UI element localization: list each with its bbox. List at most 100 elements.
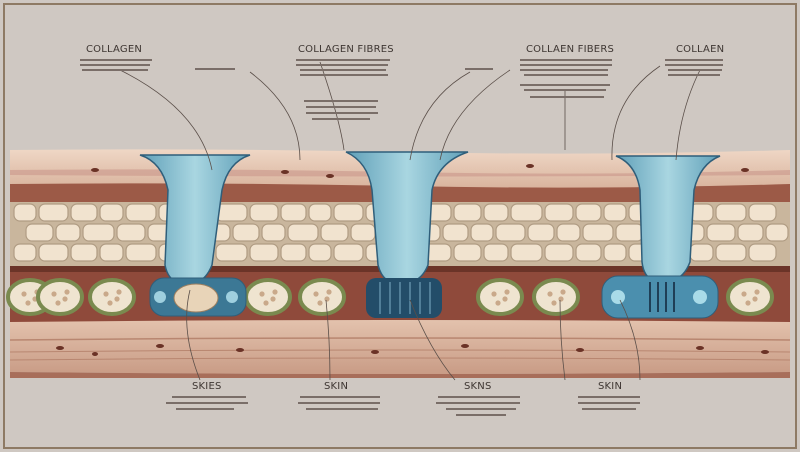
nodule-speck xyxy=(263,300,269,306)
fat-cell xyxy=(510,243,543,262)
dermal-nodule xyxy=(476,278,524,316)
label-skns: SKNS xyxy=(464,381,492,392)
fat-cell xyxy=(556,223,581,242)
collagen-channel-3 xyxy=(601,155,721,319)
fat-cell xyxy=(689,243,714,262)
fat-cell xyxy=(232,223,260,242)
nodule-speck xyxy=(114,296,120,302)
nodule-speck xyxy=(551,300,557,306)
fat-cell xyxy=(615,223,644,242)
fat-cell xyxy=(333,243,364,262)
nodule-speck xyxy=(21,291,27,297)
fat-cell xyxy=(38,203,69,222)
fat-cell xyxy=(249,243,279,262)
fat-cell xyxy=(603,243,627,262)
pigment-specks xyxy=(56,164,769,356)
fat-cell xyxy=(287,223,319,242)
nodule-speck xyxy=(317,300,323,306)
nodule-speck xyxy=(51,291,57,297)
frame xyxy=(3,3,797,449)
fat-cell xyxy=(249,203,279,222)
nodule-speck xyxy=(116,289,122,295)
fat-cell xyxy=(333,203,364,222)
fat-cell xyxy=(483,203,509,222)
fat-cell xyxy=(116,223,146,242)
nodule-speck xyxy=(103,291,109,297)
label-collaen-fibers: COLLAEN FIBERS xyxy=(526,44,615,55)
dermal-nodule xyxy=(244,278,292,316)
fat-cell xyxy=(483,243,509,262)
fat-cell xyxy=(261,223,286,242)
fat-cell xyxy=(748,243,777,262)
leader-lines xyxy=(119,61,701,381)
fat-cell xyxy=(582,223,614,242)
fat-cell xyxy=(320,223,349,242)
fat-cell xyxy=(13,243,37,262)
hypodermis-layer xyxy=(9,320,791,378)
nodule-speck xyxy=(560,289,566,295)
fat-cell xyxy=(38,243,69,262)
label-skies: SKIES xyxy=(192,381,222,392)
nodule-speck xyxy=(64,289,70,295)
fat-cell xyxy=(70,203,98,222)
fat-cell xyxy=(308,203,332,222)
fat-cell xyxy=(55,223,81,242)
fat-cell xyxy=(442,223,469,242)
fat-cell xyxy=(125,203,157,222)
nodule-speck xyxy=(754,289,760,295)
nodule-speck xyxy=(55,300,61,306)
nodule-speck xyxy=(752,296,758,302)
nodule-speck xyxy=(491,291,497,297)
dermal-nodule xyxy=(298,278,346,316)
fat-cell xyxy=(765,223,789,242)
fat-cell xyxy=(527,223,555,242)
nodule-speck xyxy=(25,300,31,306)
fat-cell xyxy=(453,243,482,262)
nodule-speck xyxy=(272,289,278,295)
fat-cell xyxy=(575,203,602,222)
fat-cell xyxy=(125,243,157,262)
fat-cell xyxy=(13,203,37,222)
fat-cell xyxy=(99,243,124,262)
nodule-speck xyxy=(324,296,330,302)
nodule-speck xyxy=(270,296,276,302)
fat-cell xyxy=(510,203,543,222)
fat-cell xyxy=(706,223,736,242)
nodule-speck xyxy=(504,289,510,295)
nodule-speck xyxy=(326,289,332,295)
label-collagen-1: COLLAGEN xyxy=(86,44,143,55)
nodule-speck xyxy=(502,296,508,302)
nodule-speck xyxy=(741,291,747,297)
fat-cell xyxy=(748,203,777,222)
nodule-speck xyxy=(495,300,501,306)
fat-cell xyxy=(575,243,602,262)
nodule-speck xyxy=(107,300,113,306)
label-collagen-fibres: COLLAGEN FIBRES xyxy=(298,44,394,55)
collagen-channel-2 xyxy=(345,151,469,318)
fat-cell xyxy=(715,203,747,222)
fat-cell xyxy=(308,243,332,262)
fat-cell xyxy=(715,243,747,262)
dermal-nodule xyxy=(532,278,580,316)
fat-cell xyxy=(215,243,248,262)
fat-cell xyxy=(280,203,307,222)
caption-scribbles xyxy=(80,59,723,416)
nodule-speck xyxy=(547,291,553,297)
fat-cell xyxy=(99,203,124,222)
nodule-speck xyxy=(745,300,751,306)
fat-cell xyxy=(25,223,54,242)
fat-cell xyxy=(70,243,98,262)
fat-cell xyxy=(737,223,764,242)
fat-cell xyxy=(82,223,115,242)
collagen-channel-1 xyxy=(139,154,251,317)
fat-cell xyxy=(603,203,627,222)
fat-cell xyxy=(495,223,526,242)
fat-cell xyxy=(544,203,574,222)
fat-cell xyxy=(280,243,307,262)
fat-cell xyxy=(215,203,248,222)
nodule-speck xyxy=(259,291,265,297)
fat-cell xyxy=(544,243,574,262)
nodule-speck xyxy=(313,291,319,297)
label-skin-1: SKIN xyxy=(324,381,349,392)
